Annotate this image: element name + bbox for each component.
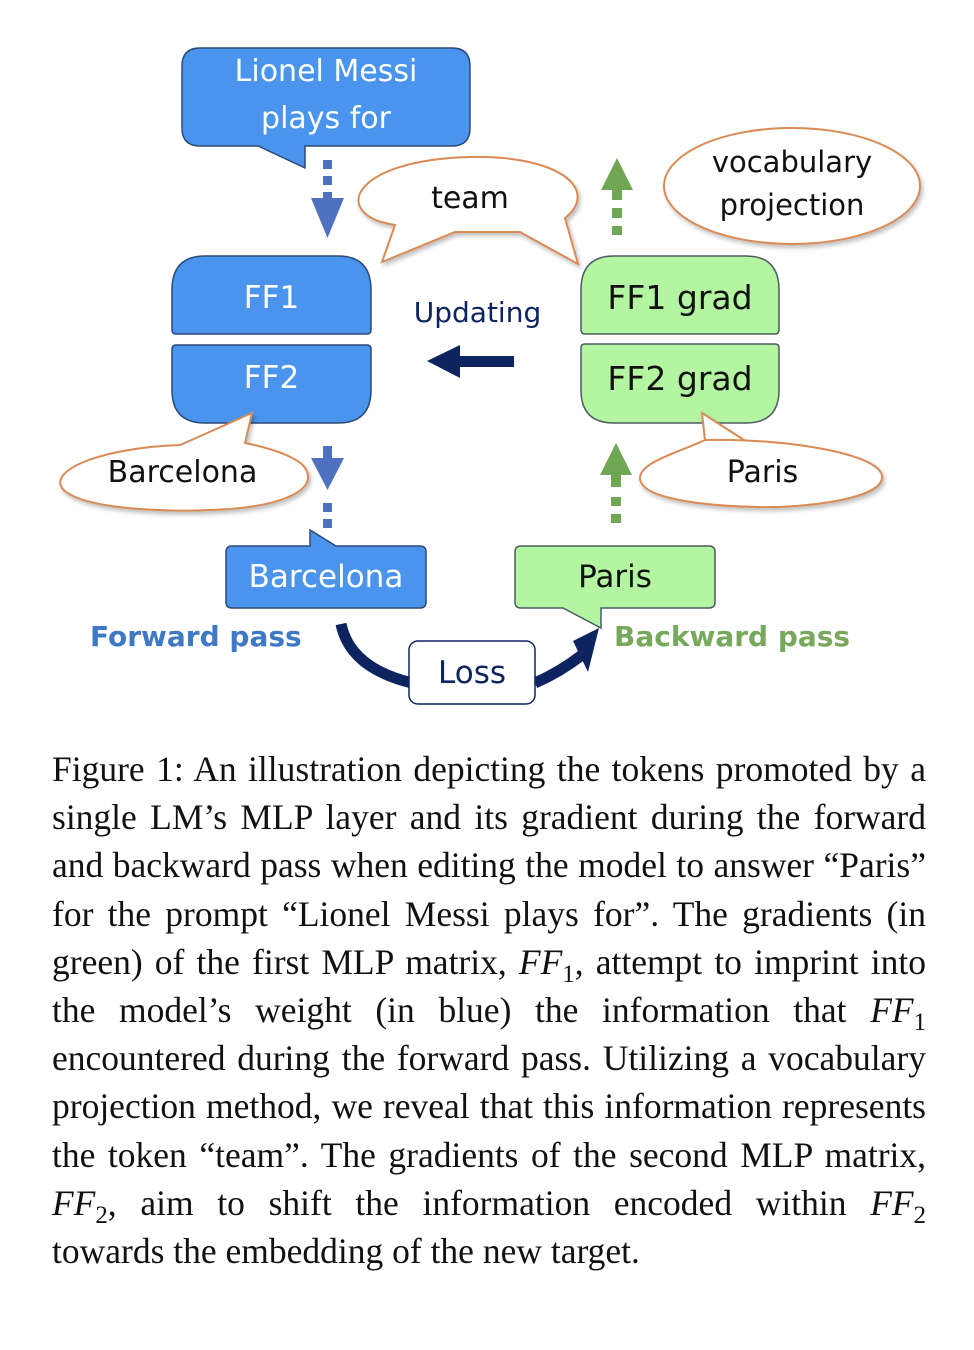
updating-label: Updating	[413, 296, 542, 329]
forward-arrow-top	[311, 160, 344, 238]
caption-part-2: , attempt to imprint into the model’s we…	[52, 941, 926, 1031]
updating-arrow	[427, 345, 514, 378]
vocab-line-2: projection	[719, 188, 865, 222]
caption-part-4: , aim to shift the information encoded w…	[107, 1182, 871, 1223]
ff1-shape	[171, 255, 372, 335]
barcelona-callout-shape	[59, 411, 310, 512]
loss-arrowhead	[573, 628, 599, 672]
math-ff-text: FF	[52, 1182, 96, 1223]
math-ff1: FF1	[518, 941, 575, 987]
prompt-box-shape	[181, 47, 471, 170]
ff2-label: FF2	[243, 360, 300, 396]
paris-target-shape	[514, 545, 716, 630]
loss-label: Loss	[438, 655, 506, 691]
math-ff2: FF2	[52, 1182, 108, 1228]
prompt-line-2: plays for	[261, 101, 391, 136]
math-ff2-b: FF2	[870, 1182, 926, 1228]
vocab-callout-shape	[663, 127, 921, 245]
vocab-line-1: vocabulary	[711, 145, 873, 179]
math-ff1-b: FF1	[870, 990, 926, 1035]
caption-part-5: towards the embedding of the new target.	[52, 1231, 640, 1272]
ff2-shape	[171, 344, 372, 424]
math-sub-2: 2	[913, 1201, 926, 1229]
prompt-line-1: Lionel Messi	[234, 54, 418, 89]
team-callout-shape	[357, 155, 580, 267]
backward-arrow-top	[601, 158, 633, 235]
loss-box-shape	[408, 640, 536, 705]
forward-arrow-bottom	[311, 446, 344, 528]
figure-diagram: Lionel Messi plays for team vocabulary p…	[59, 47, 921, 705]
paris-callout-shape	[638, 411, 884, 509]
loss-curve-right	[532, 650, 586, 689]
math-ff-text: FF	[870, 990, 914, 1031]
paris-target: Paris	[578, 559, 652, 595]
ff1-grad-label: FF1 grad	[607, 278, 753, 317]
barcelona-output: Barcelona	[248, 559, 404, 595]
loss-curve-left	[335, 622, 414, 689]
team-callout: team	[431, 181, 509, 216]
paris-callout: Paris	[726, 455, 799, 490]
ff2-grad-shape	[580, 343, 780, 424]
barcelona-callout: Barcelona	[107, 455, 258, 490]
caption-part-1: Figure 1: An illustration depicting the …	[52, 749, 926, 982]
forward-pass-label: Forward pass	[90, 620, 302, 653]
math-sub-2: 2	[95, 1201, 108, 1229]
ff1-label: FF1	[243, 280, 300, 316]
ff1-grad-shape	[580, 255, 780, 335]
backward-pass-label: Backward pass	[614, 620, 851, 653]
figure-caption: Figure 1: An illustration depicting the …	[52, 745, 926, 1275]
ff2-grad-label: FF2 grad	[607, 359, 753, 398]
math-sub-1: 1	[913, 1009, 926, 1037]
backward-arrow-bottom	[600, 443, 632, 523]
math-ff-text: FF	[518, 941, 563, 982]
math-sub-1: 1	[562, 960, 575, 988]
math-ff-text: FF	[870, 1182, 914, 1223]
barcelona-output-shape	[225, 528, 427, 609]
diagram-graphics	[59, 47, 921, 705]
caption-part-3: encountered during the forward pass. Uti…	[52, 1038, 926, 1175]
